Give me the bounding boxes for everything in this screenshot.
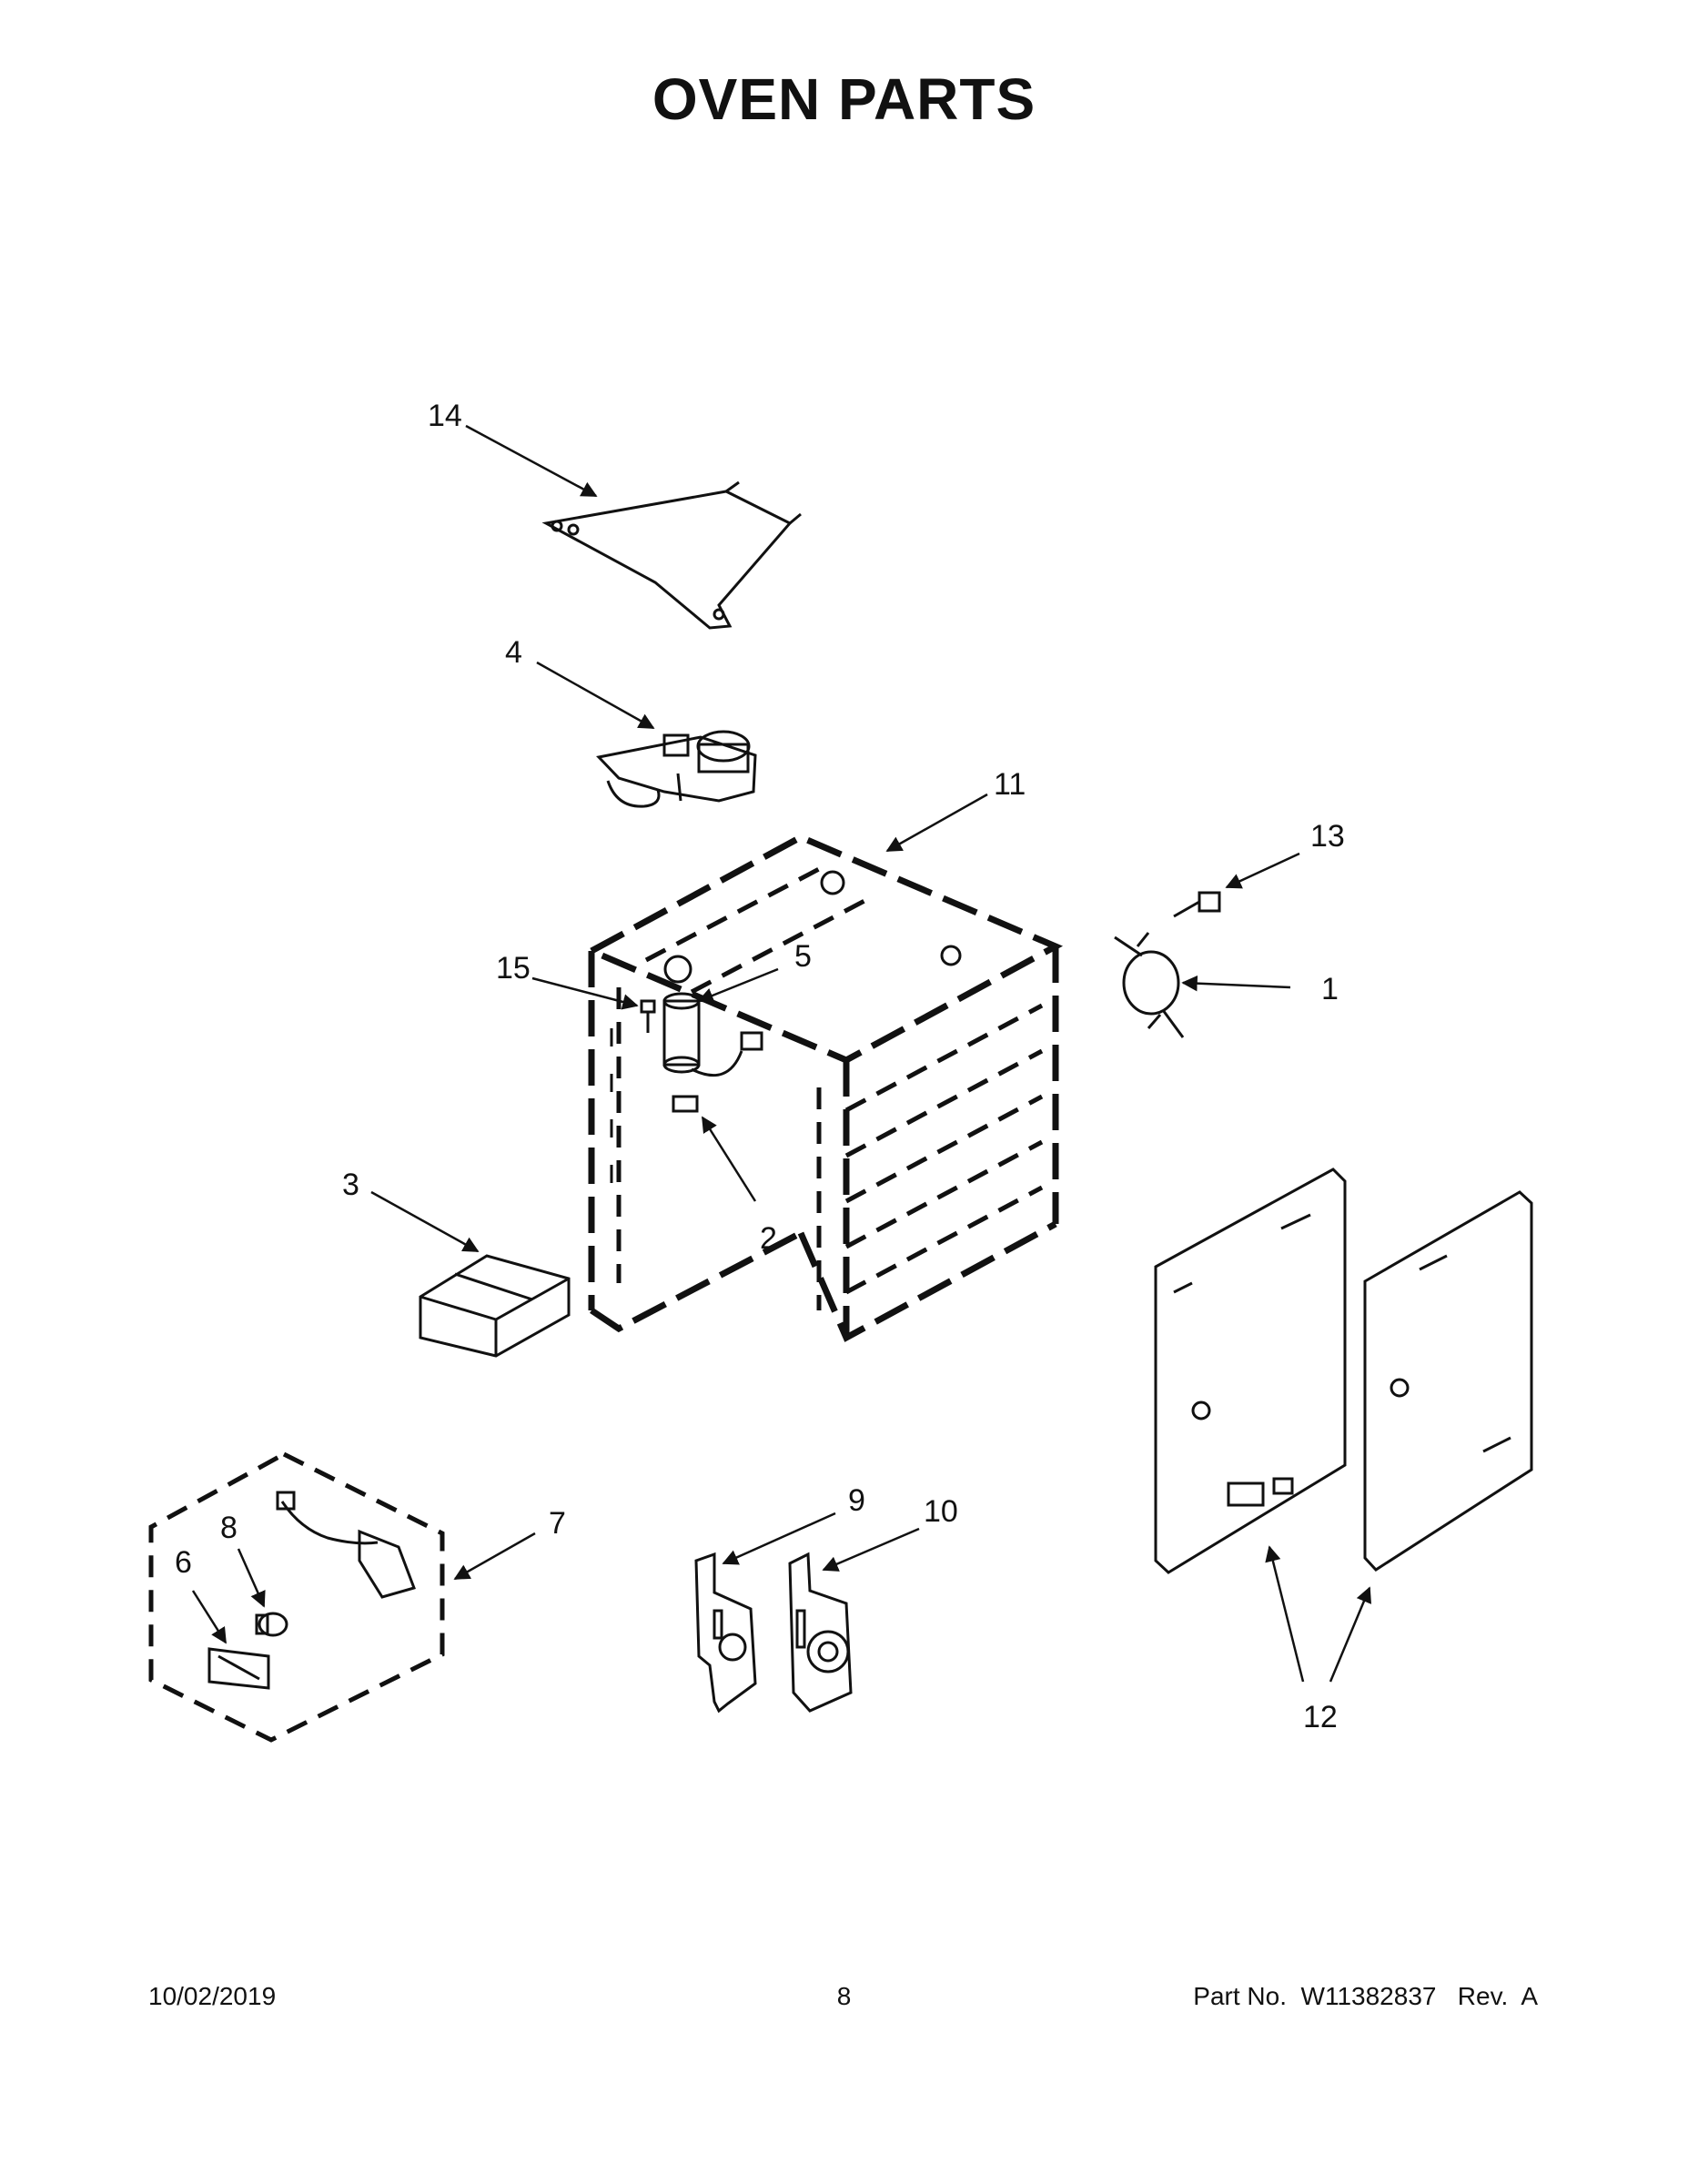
callout-12: 12	[1303, 1700, 1338, 1734]
part-4-bracket-assembly	[596, 730, 757, 808]
leader-9	[722, 1512, 836, 1565]
leader-12a	[1265, 1545, 1305, 1683]
callout-9: 9	[848, 1483, 865, 1518]
part-7-light-assembly-group	[148, 1451, 445, 1743]
callout-14: 14	[428, 399, 462, 433]
callout-7: 7	[549, 1506, 566, 1541]
part-15-screw	[640, 999, 656, 1033]
page-title: OVEN PARTS	[652, 66, 1036, 132]
callout-13: 13	[1310, 819, 1345, 854]
part-10-hinge-bracket	[788, 1552, 853, 1713]
leader-4	[536, 661, 655, 730]
callout-11: 11	[994, 767, 1026, 802]
callout-3: 3	[342, 1168, 359, 1202]
callout-1: 1	[1321, 972, 1339, 1006]
leader-2	[701, 1116, 757, 1202]
footer-part-number: Part No. W11382837 Rev. A	[1193, 1982, 1538, 2010]
leader-12b	[1329, 1586, 1372, 1683]
callout-numbers: 14 4 11 13 15 5 1 3 2 7 8 6 9 10 12	[175, 399, 1345, 1734]
leader-7	[453, 1532, 536, 1581]
leader-10	[822, 1527, 920, 1572]
leader-14	[465, 424, 598, 498]
footer-page-number: 8	[836, 1982, 852, 2010]
callout-15: 15	[496, 951, 531, 986]
leader-lines	[191, 424, 1372, 1683]
leader-13	[1225, 852, 1300, 889]
callout-8: 8	[220, 1511, 238, 1545]
part-1-thermostat	[1114, 932, 1185, 1038]
part-11-oven-cavity	[583, 834, 1064, 1342]
callout-4: 4	[505, 635, 522, 670]
leader-8	[237, 1548, 266, 1608]
callout-2: 2	[760, 1221, 777, 1256]
leader-11	[885, 793, 988, 853]
leader-15	[531, 976, 639, 1010]
leader-3	[370, 1190, 480, 1253]
part-13-screw	[1173, 891, 1221, 918]
leader-5	[697, 967, 779, 1004]
callout-10: 10	[924, 1494, 958, 1529]
part-3-box	[419, 1254, 571, 1358]
part-14-plate	[541, 480, 802, 630]
leader-6	[191, 1590, 227, 1644]
part-12-side-panel-left	[1154, 1168, 1347, 1574]
part-2-gasket	[672, 1095, 699, 1113]
part-6-lens	[207, 1647, 270, 1690]
callout-6: 6	[175, 1545, 192, 1580]
callout-5: 5	[794, 939, 812, 974]
part-9-hinge-bracket	[694, 1552, 757, 1714]
leader-1	[1181, 975, 1291, 992]
part-12-side-panel-right	[1363, 1190, 1533, 1572]
footer-date: 10/02/2019	[148, 1982, 277, 2010]
